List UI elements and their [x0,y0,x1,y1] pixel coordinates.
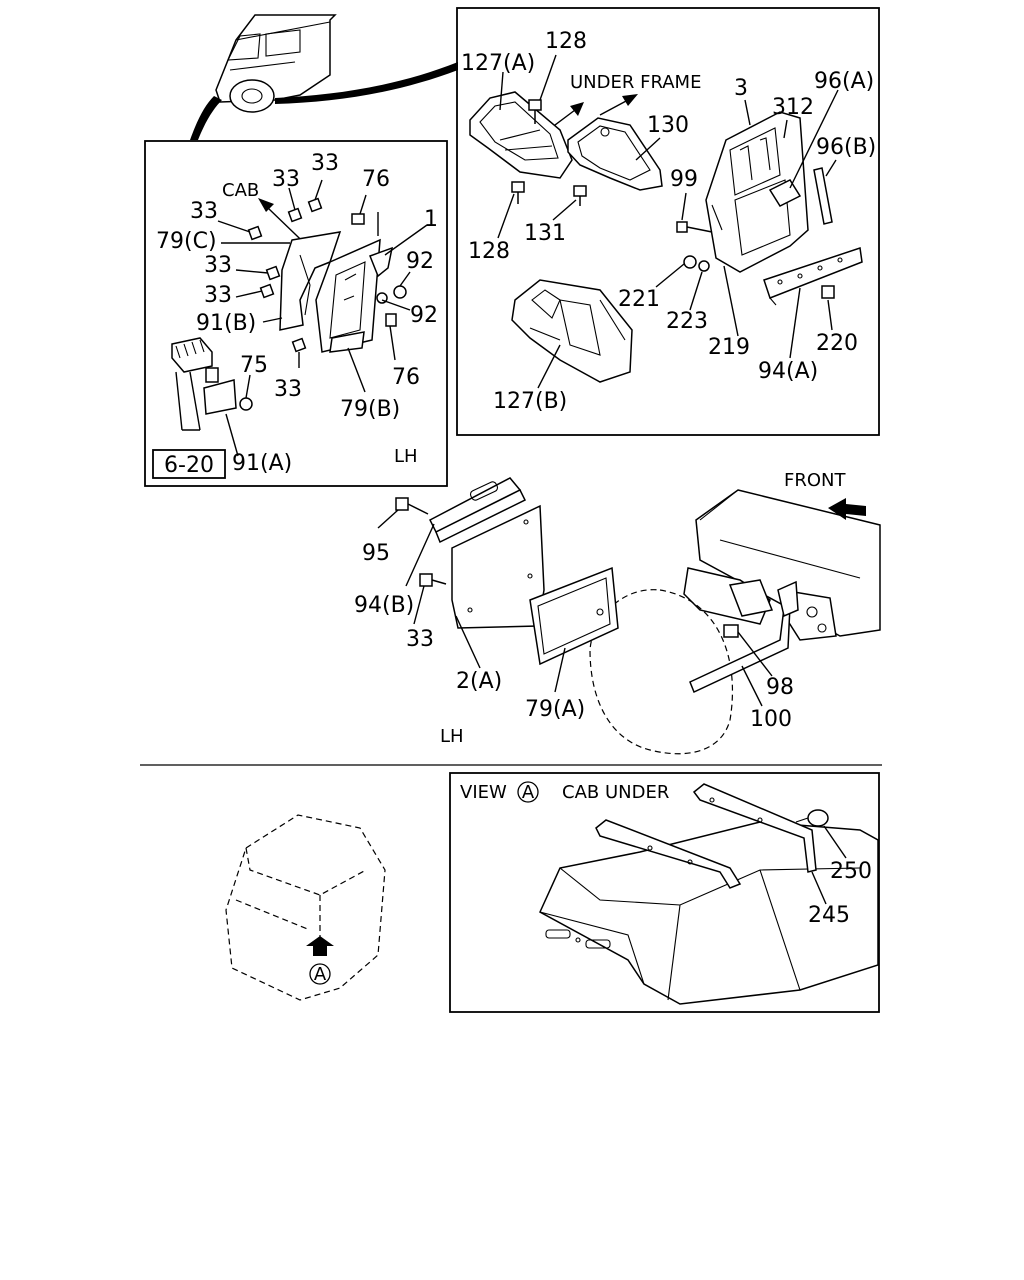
callout-94a: 94(A) [758,359,818,384]
callout-223: 223 [666,309,708,334]
inset-box-lh [144,140,448,487]
view-marker-circle [517,781,539,803]
callout-2a: 2(A) [456,669,502,694]
bracket-79a [529,566,619,666]
callout-33-d: 33 [204,253,232,278]
callout-1: 1 [424,207,438,232]
callout-79c: 79(C) [156,229,217,254]
callout-33-e: 33 [204,283,232,308]
callout-94b: 94(B) [354,593,414,618]
callout-95: 95 [362,541,390,566]
front-label: FRONT [784,470,846,491]
tire-outline [589,589,734,755]
callout-98: 98 [766,675,794,700]
inset-leader-lines [217,179,428,457]
callout-33-f: 33 [274,377,302,402]
bracket-127b [511,279,633,383]
callout-100: 100 [750,707,792,732]
mudflap-2a [429,477,545,629]
inset-clip-parts [171,337,253,431]
view-a-box [449,772,880,1013]
callout-76-b: 76 [392,365,420,390]
pointer-to-detail [275,62,458,104]
callout-128-a: 128 [545,29,587,54]
callout-127a: 127(A) [461,51,535,76]
callout-221: 221 [618,287,660,312]
callout-131: 131 [524,221,566,246]
main-leader-lines [377,509,773,707]
callout-220: 220 [816,331,858,356]
strip-96a [768,179,802,207]
under-frame-label: UNDER FRAME [570,72,701,93]
callout-245: 245 [808,903,850,928]
callout-250: 250 [830,859,872,884]
cab-view-marker: A [314,964,327,985]
ref-box-6-20 [152,449,226,479]
callout-33-g: 33 [406,627,434,652]
view-label: VIEW [460,782,507,803]
fasteners-detail [676,221,835,299]
callout-33-b: 33 [272,167,300,192]
callout-91a: 91(A) [232,451,292,476]
callout-99: 99 [670,167,698,192]
bracket-130 [567,117,663,191]
callout-96b: 96(B) [816,135,876,160]
stay-100 [689,580,799,694]
inset-mudguard [247,197,407,353]
truck-thumbnail [215,14,337,113]
pointer-to-inset [190,96,222,140]
panel-3 [705,111,809,273]
callout-312: 312 [772,95,814,120]
callout-3: 3 [734,76,748,101]
callout-76-a: 76 [362,167,390,192]
callout-33-a: 33 [190,199,218,224]
callout-127b: 127(B) [493,389,567,414]
detail-leader-lines [497,54,839,389]
cab-view-indicator [225,814,386,1001]
flap-219 [763,247,863,306]
chassis-frame [683,489,881,641]
ref-6-20: 6-20 [164,453,214,478]
fasteners-main [395,497,447,587]
bracket-245 [595,783,817,889]
strip-96b [813,167,833,225]
callout-128-b: 128 [468,239,510,264]
lh-main-label: LH [440,726,464,747]
bracket-127a [469,91,573,179]
detail-box-under-frame [456,7,880,436]
callout-33-c: 33 [311,151,339,176]
bolts-128-131 [511,99,587,206]
view-marker: A [522,782,535,803]
clip-250 [795,809,829,827]
callout-75: 75 [240,353,268,378]
cab-under-body [539,821,879,1005]
callout-92-b: 92 [410,303,438,328]
callout-219: 219 [708,335,750,360]
callout-92-a: 92 [406,249,434,274]
callout-96a: 96(A) [814,69,874,94]
cab-under-label: CAB UNDER [562,782,669,803]
front-arrow [828,498,866,520]
callout-79a: 79(A) [525,697,585,722]
view-leader-lines [811,825,847,905]
lh-inset-label: LH [394,446,418,467]
callout-91b: 91(B) [196,311,256,336]
callout-130: 130 [647,113,689,138]
cab-arrow-label: CAB [222,180,259,201]
callout-79b: 79(B) [340,397,400,422]
